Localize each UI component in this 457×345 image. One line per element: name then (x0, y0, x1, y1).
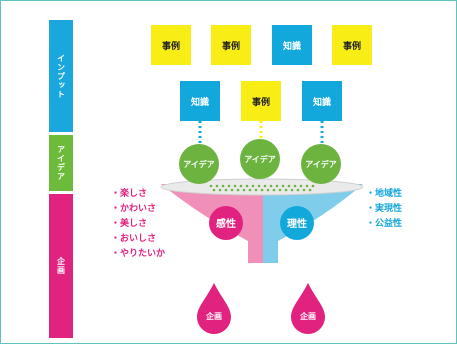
input-box-2: 事例 (211, 25, 251, 65)
input-box-6: 事例 (241, 81, 281, 121)
reason-item: ・実現性 (366, 204, 403, 214)
input-box-4: 事例 (332, 25, 372, 65)
funnel-right-circle (280, 206, 314, 240)
plan-drop-1 (197, 283, 231, 334)
plan-drop-2-label: 企画 (300, 312, 316, 321)
emotion-item: ・おいしさ (111, 234, 157, 244)
funnel-left-label: 感性 (216, 219, 236, 230)
input-box-3: 知識 (272, 25, 312, 65)
funnel-rim (160, 178, 364, 196)
plan-drop-1-label: 企画 (206, 312, 222, 321)
plan-drop-2 (291, 283, 325, 334)
funnel-right-label: 理性 (287, 219, 307, 230)
funnel-dots (209, 184, 315, 192)
input-box-7: 知識 (302, 81, 342, 121)
reason-list: ・地域性 ・実現性 ・公益性 (366, 187, 402, 232)
emotion-item: ・美しさ (111, 219, 148, 229)
idea-circle-1: アイデア (179, 144, 219, 184)
funnel-right-half (263, 184, 363, 263)
emotion-item: ・やりたいか (111, 249, 166, 259)
stage-idea-label: アイデア (49, 135, 73, 191)
idea-circle-2: アイデア (240, 139, 280, 179)
funnel-left-half (161, 184, 263, 263)
funnel-left-circle (209, 206, 243, 240)
emotion-list: ・楽しさ ・かわいさ ・美しさ ・おいしさ ・やりたいか (111, 187, 165, 262)
emotion-item: ・かわいさ (111, 204, 157, 214)
emotion-item: ・楽しさ (111, 189, 148, 199)
reason-item: ・地域性 (366, 189, 403, 199)
reason-item: ・公益性 (366, 219, 403, 229)
input-box-5: 知識 (180, 81, 220, 121)
stage-input-label: インプット (49, 20, 73, 132)
stage-plan-label: 企画 (49, 194, 73, 338)
idea-circle-3: アイデア (301, 144, 341, 184)
input-box-1: 事例 (151, 25, 191, 65)
